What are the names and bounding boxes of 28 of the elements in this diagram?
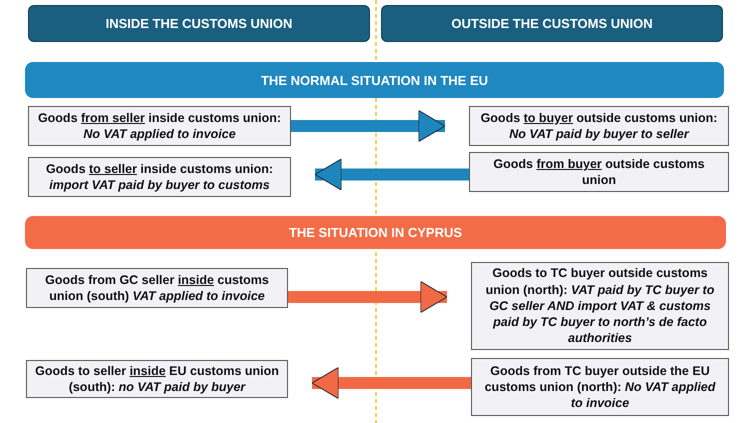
section-banner [25,216,726,249]
block-arrow [312,366,471,400]
text-box [28,106,291,146]
text-box [26,268,288,308]
column-header [381,5,723,42]
box-text: Goods from TC buyer outside the EU customs union (north): No VAT applied to invoice [484,362,716,412]
column-header [28,5,370,42]
box-text: Goods to seller inside customs union: import VAT paid by buyer to customs [44,160,274,194]
text-box [26,360,288,398]
box-text: Goods from GC seller inside customs union (south) VAT applied to invoice [44,272,270,304]
section-banner [25,62,724,98]
heading-text: THE NORMAL SITUATION IN THE EU [260,72,488,88]
block-arrow [291,110,446,142]
box-text: Goods from seller inside customs union: No VAT applied to invoice [36,110,282,142]
heading-text: INSIDE THE CUSTOMS UNION [106,16,292,31]
box-text: Goods to buyer outside customs union: No VAT paid by buyer to seller [480,110,718,142]
heading-text: THE SITUATION IN CYPRUS [288,225,462,240]
box-text: Goods to seller inside EU customs union (south): no VAT paid by buyer [34,362,280,396]
heading-text: OUTSIDE THE CUSTOMS UNION [451,16,653,31]
text-box [469,152,729,192]
text-box [28,157,291,197]
box-text: Goods from buyer outside customs union [492,156,706,188]
box-text: Goods to TC buyer outside customs union (north): VAT paid by TC buyer to GC seller AND import VAT & customs paid by TC buyer to north’s de facto authorities [484,265,716,347]
text-box [469,106,729,146]
text-box [471,358,729,416]
block-arrow [288,280,448,314]
block-arrow [314,158,469,191]
text-box [471,262,729,350]
